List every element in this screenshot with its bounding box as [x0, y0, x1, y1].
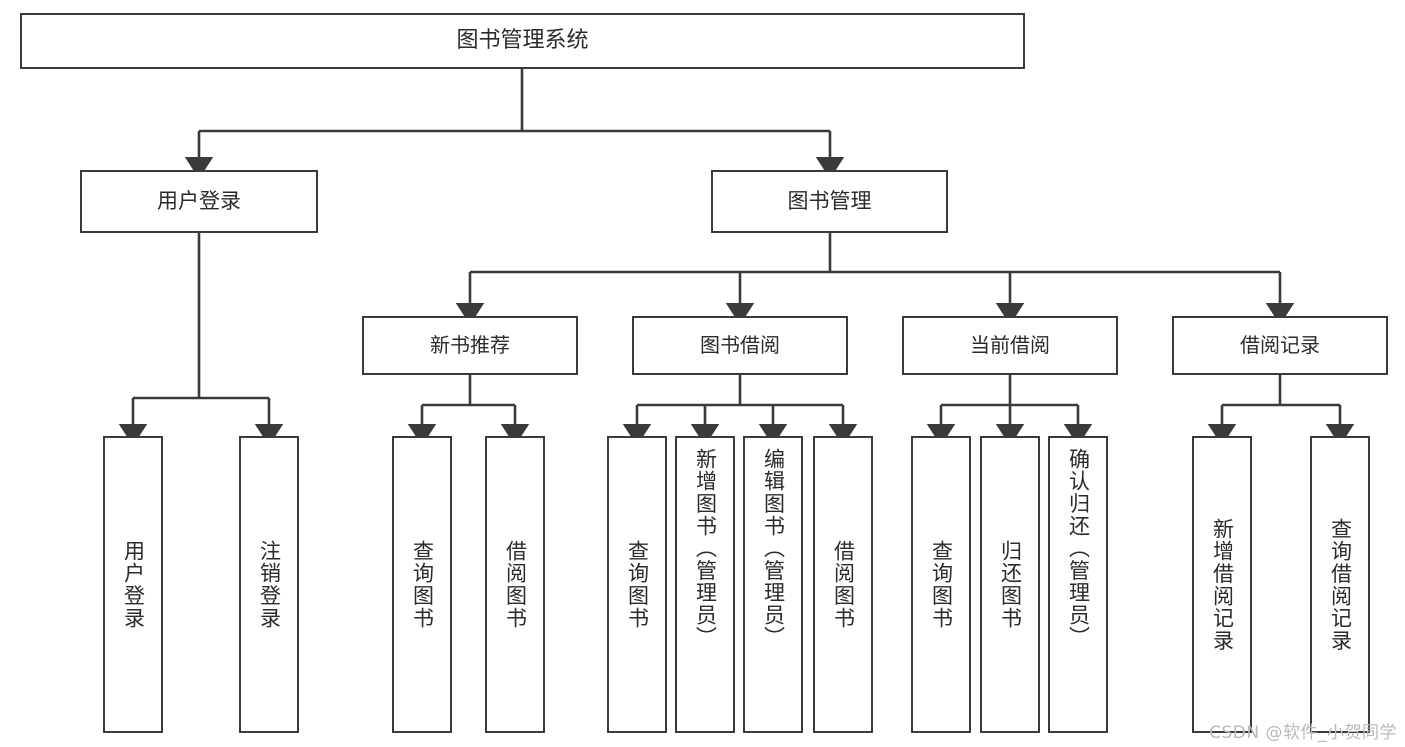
leaf-add-book-label: 新增图书（管理员） — [693, 448, 718, 649]
leaf-return-book[interactable]: 归还图书 — [980, 436, 1040, 733]
leaf-query-record[interactable]: 查询借阅记录 — [1310, 436, 1370, 733]
leaf-query-book-3-label: 查询图书 — [929, 539, 954, 630]
node-book-manage[interactable]: 图书管理 — [711, 170, 948, 233]
node-book-manage-label: 图书管理 — [787, 188, 872, 213]
leaf-user-login[interactable]: 用户登录 — [103, 436, 163, 733]
leaf-confirm-return-label: 确认归还（管理员） — [1066, 448, 1091, 649]
leaf-query-book-1-label: 查询图书 — [410, 539, 435, 630]
node-current-borrow-label: 当前借阅 — [970, 333, 1050, 358]
leaf-borrow-book-1-label: 借阅图书 — [503, 539, 528, 630]
leaf-user-login-label: 用户登录 — [121, 539, 146, 630]
leaf-query-book-3[interactable]: 查询图书 — [911, 436, 971, 733]
leaf-edit-book-label: 编辑图书（管理员） — [761, 448, 786, 649]
leaf-edit-book[interactable]: 编辑图书（管理员） — [743, 436, 803, 733]
node-new-book-rec-label: 新书推荐 — [430, 333, 510, 358]
leaf-query-book-1[interactable]: 查询图书 — [392, 436, 452, 733]
watermark-text: CSDN @软件_小贺同学 — [1209, 723, 1397, 743]
node-root-label: 图书管理系统 — [456, 27, 589, 53]
leaf-borrow-book-1[interactable]: 借阅图书 — [485, 436, 545, 733]
leaf-add-record-label: 新增借阅记录 — [1210, 517, 1235, 652]
node-borrow-record[interactable]: 借阅记录 — [1172, 316, 1388, 375]
leaf-query-record-label: 查询借阅记录 — [1328, 517, 1353, 652]
node-borrow-record-label: 借阅记录 — [1240, 333, 1320, 358]
leaf-logout[interactable]: 注销登录 — [239, 436, 299, 733]
leaf-borrow-book-2[interactable]: 借阅图书 — [813, 436, 873, 733]
leaf-return-book-label: 归还图书 — [998, 539, 1023, 630]
node-user-login[interactable]: 用户登录 — [80, 170, 318, 233]
node-book-borrow-label: 图书借阅 — [700, 333, 780, 358]
leaf-query-book-2[interactable]: 查询图书 — [607, 436, 667, 733]
leaf-confirm-return[interactable]: 确认归还（管理员） — [1048, 436, 1108, 733]
node-root[interactable]: 图书管理系统 — [20, 13, 1025, 69]
leaf-query-book-2-label: 查询图书 — [625, 539, 650, 630]
node-new-book-rec[interactable]: 新书推荐 — [362, 316, 578, 375]
leaf-add-book[interactable]: 新增图书（管理员） — [675, 436, 735, 733]
node-book-borrow[interactable]: 图书借阅 — [632, 316, 848, 375]
node-current-borrow[interactable]: 当前借阅 — [902, 316, 1118, 375]
leaf-logout-label: 注销登录 — [257, 539, 282, 630]
node-user-login-label: 用户登录 — [157, 188, 241, 213]
leaf-add-record[interactable]: 新增借阅记录 — [1192, 436, 1252, 733]
leaf-borrow-book-2-label: 借阅图书 — [831, 539, 856, 630]
